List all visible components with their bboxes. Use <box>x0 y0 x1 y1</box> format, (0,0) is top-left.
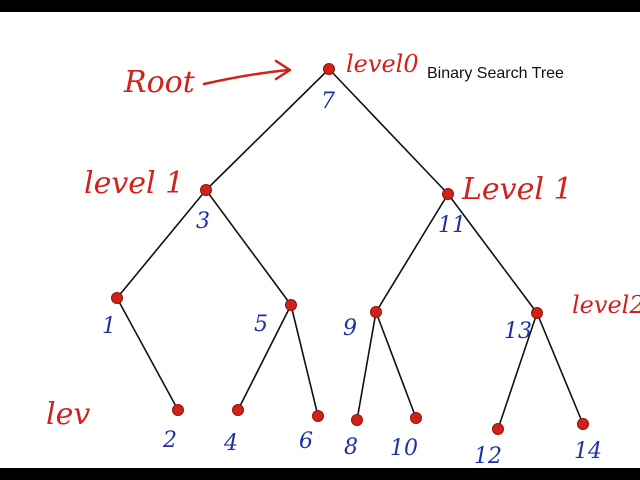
node-label-12: 12 <box>474 444 502 469</box>
node-5 <box>285 299 297 311</box>
annotation-root: Root <box>123 65 196 100</box>
node-label-14: 14 <box>574 439 602 464</box>
node-10 <box>410 412 422 424</box>
node-12 <box>492 423 504 435</box>
node-3 <box>200 184 212 196</box>
node-1 <box>111 292 123 304</box>
node-label-13: 13 <box>504 319 532 344</box>
node-6 <box>312 410 324 422</box>
node-8 <box>351 414 363 426</box>
edge-7-3 <box>205 68 330 191</box>
edge-1-2 <box>116 297 179 411</box>
edge-13-12 <box>497 312 538 430</box>
node-7 <box>323 63 335 75</box>
edge-5-4 <box>237 304 292 411</box>
edge-3-5 <box>205 189 292 306</box>
node-label-9: 9 <box>343 316 357 341</box>
edge-9-8 <box>356 311 377 421</box>
annotation-level0: level0 <box>346 50 419 78</box>
annotation-level1-right: Level 1 <box>461 172 573 207</box>
edge-5-6 <box>290 304 319 417</box>
node-11 <box>442 188 454 200</box>
annotation-level1-left: level 1 <box>84 166 184 201</box>
node-label-1: 1 <box>102 314 116 339</box>
diagram-title: Binary Search Tree <box>427 65 564 82</box>
node-label-4: 4 <box>223 431 238 456</box>
node-label-2: 2 <box>162 428 177 453</box>
bottom-frame-bar <box>0 468 640 480</box>
node-label-8: 8 <box>344 435 358 460</box>
whiteboard <box>0 12 640 468</box>
root-arrowhead-icon <box>274 59 292 81</box>
edge-11-13 <box>447 193 538 314</box>
annotation-level3-partial: lev <box>46 397 90 432</box>
node-label-3: 3 <box>196 209 210 234</box>
edge-3-1 <box>116 189 207 299</box>
edge-9-10 <box>375 311 417 419</box>
node-label-10: 10 <box>390 436 418 461</box>
node-label-11: 11 <box>438 213 466 238</box>
node-9 <box>370 306 382 318</box>
node-label-6: 6 <box>299 429 313 454</box>
root-arrow-icon <box>202 68 290 86</box>
tree-nodes <box>111 63 589 435</box>
node-13 <box>531 307 543 319</box>
node-label-7: 7 <box>321 89 335 114</box>
edge-13-14 <box>536 312 584 425</box>
annotation-level2: level2 <box>572 291 640 319</box>
tree-edges <box>116 68 584 430</box>
node-14 <box>577 418 589 430</box>
edge-7-11 <box>328 68 449 195</box>
edge-11-9 <box>375 193 449 313</box>
node-label-5: 5 <box>254 312 268 337</box>
node-2 <box>172 404 184 416</box>
node-4 <box>232 404 244 416</box>
top-frame-bar <box>0 0 640 12</box>
